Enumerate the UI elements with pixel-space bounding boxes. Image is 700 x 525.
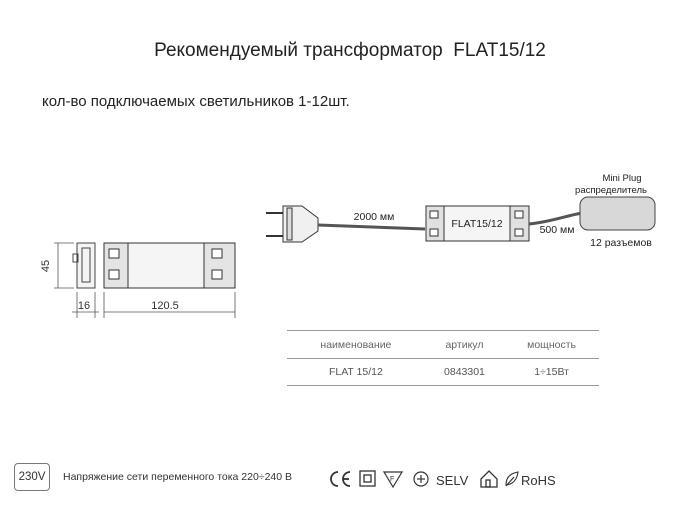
page-title: Рекомендуемый трансформатор FLAT15/12 [154, 40, 546, 61]
col-name: наименование [287, 330, 425, 359]
double-insulation-icon [359, 470, 376, 487]
output-cable-length: 500 мм [540, 224, 575, 236]
rohs-leaf-icon [505, 471, 519, 487]
certification-row: F SELV RoHS [330, 470, 556, 489]
length-dimension: 120.5 [151, 300, 179, 312]
f-mark-icon: F [382, 471, 404, 489]
voltage-badge: 230V [14, 463, 50, 491]
lamp-count-note: кол-во подключаемых светильников 1-12шт. [42, 93, 350, 110]
plug-outputs-count: 12 разъемов [590, 237, 652, 249]
ce-mark-icon [330, 471, 351, 487]
indoor-use-icon [480, 470, 498, 488]
col-article: артикул [424, 330, 505, 359]
wiring-transformer [425, 205, 530, 242]
cell-name: FLAT 15/12 [287, 358, 425, 386]
selv-mark: SELV [436, 473, 469, 488]
cell-article: 0843301 [424, 358, 505, 386]
depth-dimension: 16 [78, 300, 90, 312]
col-power: мощность [504, 330, 599, 359]
input-cable-length: 2000 мм [354, 211, 395, 223]
thermal-protection-icon [413, 471, 429, 487]
rohs-mark: RoHS [521, 473, 556, 488]
table-row: FLAT 15/12 0843301 1÷15Вт [287, 358, 599, 386]
height-dimension: 45 [40, 260, 52, 272]
svg-text:F: F [390, 476, 394, 483]
mini-plug-distributor [579, 196, 656, 231]
output-cable [528, 211, 583, 226]
cell-power: 1÷15Вт [504, 358, 599, 386]
transformer-label: FLAT15/12 [451, 218, 502, 230]
mini-plug-title: Mini Plug [602, 173, 641, 184]
spec-table: наименование артикул мощность FLAT 15/12… [287, 330, 599, 386]
top-view-transformer [103, 242, 236, 289]
distributor-label: распределитель [575, 185, 647, 196]
voltage-note: Напряжение сети переменного тока 220÷240… [63, 471, 293, 483]
spec-table-header: наименование артикул мощность [287, 330, 599, 359]
input-cable [317, 223, 426, 231]
side-view [72, 242, 96, 289]
power-plug-icon [266, 205, 319, 243]
dimension-lines [54, 242, 236, 318]
